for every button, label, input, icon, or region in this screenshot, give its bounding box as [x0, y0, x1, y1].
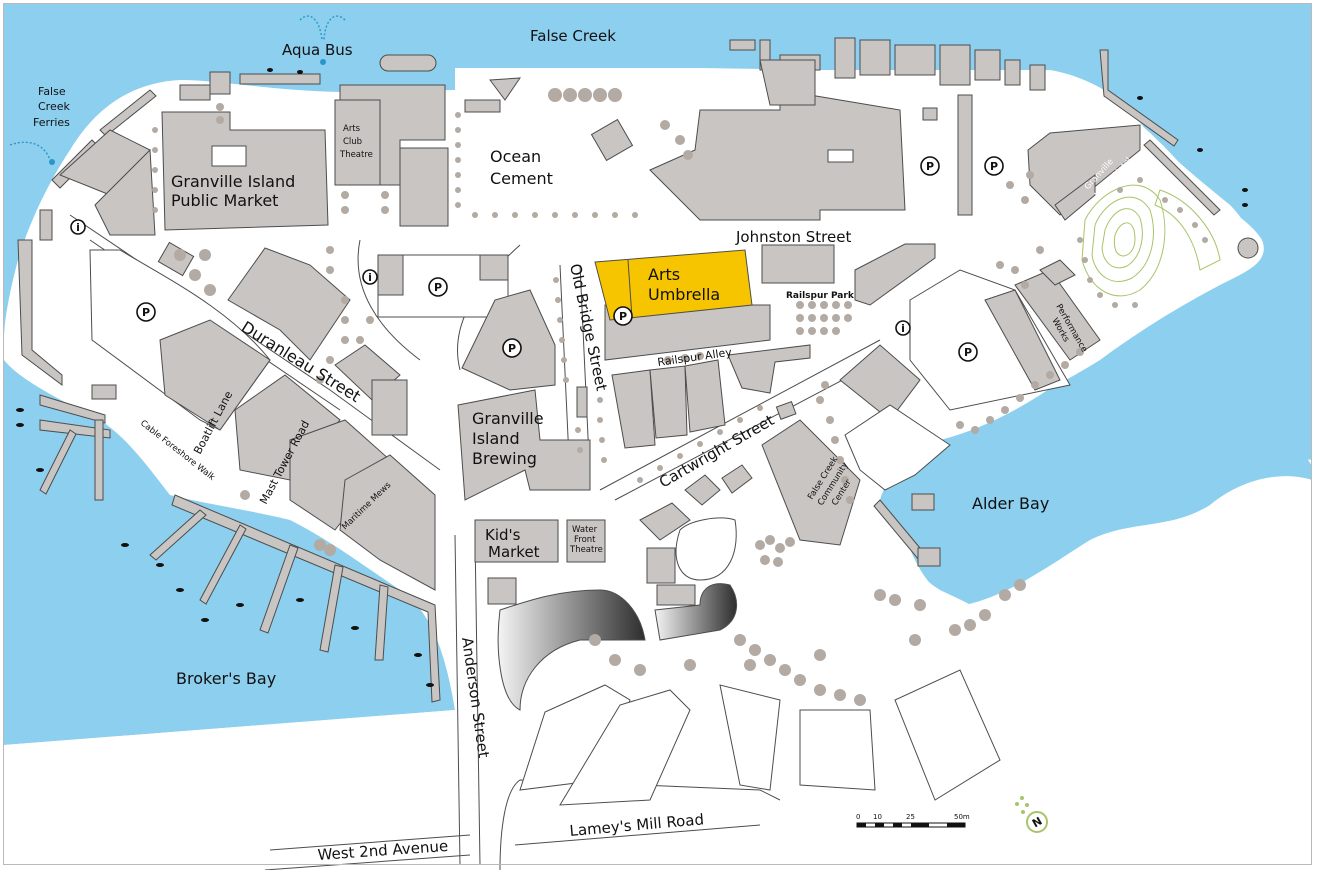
parking-marker[interactable]: P — [502, 338, 522, 358]
tree-row-market — [152, 103, 389, 296]
ferries-label-line1: False — [38, 85, 66, 98]
arts-club-label-line2: Club — [343, 137, 362, 147]
kids-market-label-line2: Market — [488, 543, 540, 561]
public-market-label-line2: Public Market — [171, 191, 278, 210]
tree-row-cartwright — [637, 381, 854, 504]
island-land — [4, 68, 1264, 865]
scale-tick-0: 0 — [856, 813, 860, 821]
false-creek-water — [4, 4, 1312, 600]
parking-marker[interactable]: P — [613, 306, 633, 326]
parking-marker[interactable]: P — [958, 342, 978, 362]
north-docks — [209, 37, 1221, 216]
shore-feature-west — [497, 589, 646, 711]
aqua-bus-marker[interactable] — [299, 15, 346, 65]
johnston-street-label: Johnston Street — [735, 228, 851, 246]
svg-text:P: P — [434, 281, 442, 294]
info-marker[interactable]: i — [70, 219, 86, 235]
ferries-label-line3: Ferries — [33, 116, 70, 129]
parking-marker[interactable]: P — [136, 302, 156, 322]
svg-text:P: P — [619, 310, 627, 323]
water-front-label-line2: Front — [574, 535, 596, 545]
svg-text:P: P — [508, 342, 516, 355]
arts-umbrella-building[interactable] — [594, 249, 753, 321]
svg-text:P: P — [142, 306, 150, 319]
tree-clusters-south — [589, 535, 1026, 706]
tree-row-east-shore — [956, 171, 1084, 434]
scale-tick-10: 10 — [873, 813, 882, 821]
tree-row-old-bridge — [553, 277, 607, 463]
railspur-park-label: Railspur Park — [786, 291, 855, 301]
public-market-label-line1: Granville Island — [171, 172, 295, 191]
alder-bay-water — [903, 435, 1312, 605]
svg-text:P: P — [990, 160, 998, 173]
hill-park — [1077, 177, 1221, 308]
tree-row-duranleau — [240, 246, 374, 556]
brokers-bay-label: Broker's Bay — [176, 669, 276, 688]
boats — [16, 68, 1248, 687]
scale-tick-25: 25 — [906, 813, 915, 821]
info-marker[interactable]: i — [895, 320, 911, 336]
svg-text:i: i — [901, 322, 905, 335]
tree-row-ocean-cement-top — [548, 88, 622, 102]
tree-row-railspur — [664, 301, 852, 364]
water-front-label-line3: Theatre — [569, 545, 603, 555]
buildings — [59, 59, 1259, 806]
ocean-cement-label-line1: Ocean — [490, 147, 541, 166]
scale-tick-50: 50m — [954, 813, 970, 821]
parking-marker[interactable]: P — [920, 156, 940, 176]
scale-bar: 0 10 25 50m — [856, 813, 970, 828]
parking-marker[interactable]: P — [984, 156, 1004, 176]
false-creek-label: False Creek — [530, 27, 616, 45]
tree-row-ocean-cement-left — [455, 112, 693, 218]
arts-club-label-line1: Arts — [343, 124, 361, 134]
svg-text:P: P — [926, 160, 934, 173]
svg-text:i: i — [368, 271, 372, 284]
info-marker[interactable]: i — [362, 269, 378, 285]
arts-umbrella-label-line1: Arts — [648, 265, 680, 284]
alder-bay-label: Alder Bay — [972, 494, 1049, 513]
arts-club-label-line3: Theatre — [339, 150, 373, 160]
brokers-bay-docks — [149, 494, 441, 703]
kids-market-label-line1: Kid's — [485, 526, 521, 544]
brewing-label-line2: Island — [472, 429, 520, 448]
ferries-label-line2: Creek — [38, 100, 70, 113]
arts-umbrella-label-line2: Umbrella — [648, 285, 720, 304]
north-arrow-icon: N — [1015, 796, 1048, 833]
brewing-label-line1: Granville — [472, 409, 544, 428]
water-front-label-line1: Water — [572, 525, 598, 535]
ocean-cement-label-line2: Cement — [490, 169, 553, 188]
trees — [152, 88, 1221, 706]
svg-text:P: P — [964, 346, 972, 359]
aqua-bus-label: Aqua Bus — [282, 41, 353, 59]
ferry-marker[interactable] — [9, 141, 55, 165]
parking-marker[interactable]: P — [428, 277, 448, 297]
brewing-label-line3: Brewing — [472, 449, 537, 468]
shore-feature-east — [654, 583, 738, 641]
svg-text:i: i — [76, 221, 80, 234]
